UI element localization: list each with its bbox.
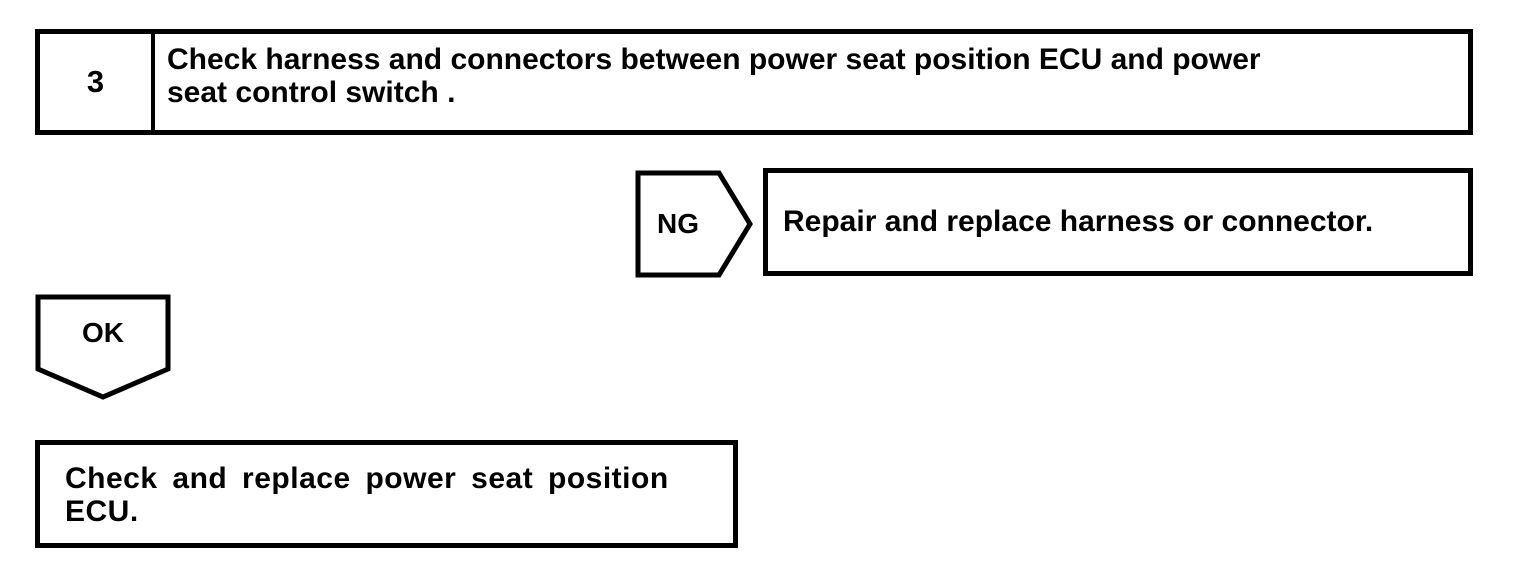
step-number-cell: 3 (40, 34, 155, 130)
step-box: 3 Check harness and connectors between p… (35, 29, 1473, 135)
ok-label: OK (82, 317, 124, 348)
ok-action-box: Check and replace power seat position EC… (35, 440, 738, 548)
right-arrow-pentagon-icon (635, 170, 753, 278)
step-instruction: Check harness and connectors between pow… (167, 43, 1261, 109)
ok-connector: OK (35, 294, 171, 400)
ng-action-text: Repair and replace harness or connector. (783, 205, 1374, 238)
down-arrow-pentagon-icon (35, 294, 171, 400)
ng-connector: NG (635, 170, 753, 278)
step-number: 3 (86, 64, 105, 99)
ng-action-box: Repair and replace harness or connector. (763, 168, 1473, 276)
ng-label: NG (657, 208, 699, 239)
